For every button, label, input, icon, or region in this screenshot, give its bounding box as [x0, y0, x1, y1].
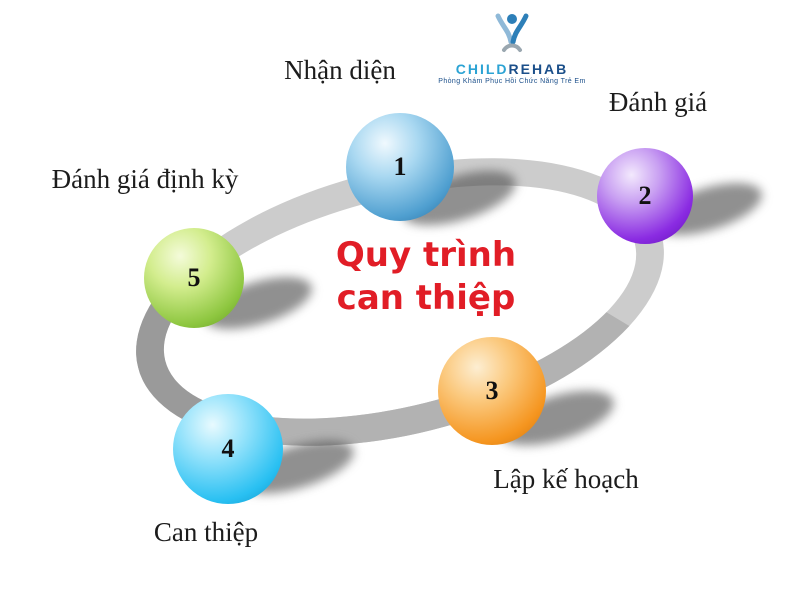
childrehab-person-icon	[486, 13, 538, 58]
logo-name-part1: CHILD	[455, 61, 509, 77]
step-number-2: 2	[638, 181, 652, 210]
step-label-1: Nhận diện	[284, 55, 396, 85]
diagram-title-line1: Quy trình	[335, 235, 517, 275]
logo-name: CHILDREHAB	[402, 61, 622, 77]
diagram-title-line2: can thiệp	[336, 277, 516, 318]
step-number-4: 4	[221, 434, 235, 463]
step-label-3: Lập kế hoạch	[493, 464, 639, 494]
step-number-1: 1	[393, 152, 407, 181]
step-circle-1: 1	[346, 113, 454, 221]
step-label-4: Can thiệp	[153, 517, 259, 547]
logo: CHILDREHAB Phòng Khám Phục Hồi Chức Năng…	[402, 12, 622, 85]
step-number-3: 3	[485, 376, 499, 405]
step-label-2: Đánh giá	[608, 87, 708, 117]
logo-tagline: Phòng Khám Phục Hồi Chức Năng Trẻ Em	[438, 78, 586, 85]
step-circle-4: 4	[173, 394, 283, 504]
step-circle-2: 2	[597, 148, 693, 244]
step-label-5: Đánh giá định kỳ	[51, 164, 239, 194]
step-circle-5: 5	[144, 228, 244, 328]
diagram-title: Quy trình can thiệp	[336, 234, 516, 319]
step-number-5: 5	[187, 263, 201, 292]
logo-name-part2: REHAB	[508, 61, 569, 77]
step-circle-3: 3	[438, 337, 546, 445]
